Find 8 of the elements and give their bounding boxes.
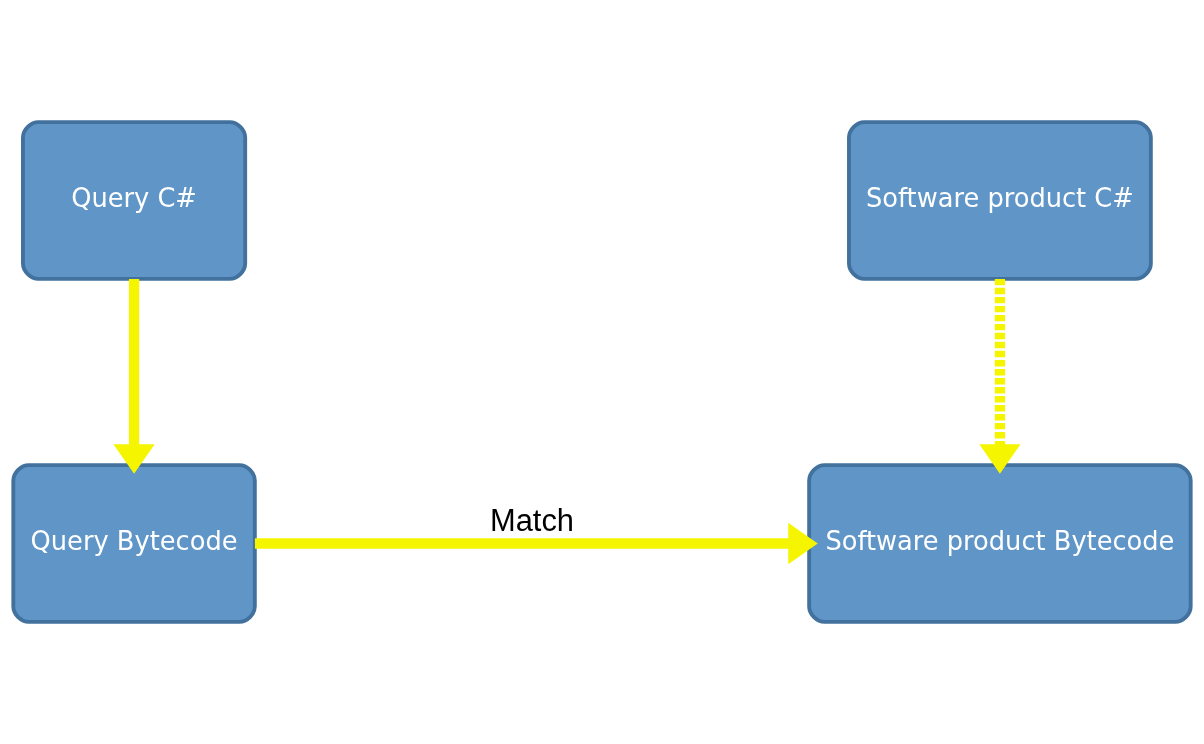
edge-label: Match: [490, 502, 574, 538]
node-box: Software product C#: [847, 120, 1153, 281]
node-box: Software product Bytecode: [807, 463, 1193, 624]
arrow: [979, 279, 1021, 474]
node-box: Query Bytecode: [11, 463, 257, 624]
arrow: [254, 522, 818, 565]
arrow: [113, 279, 155, 474]
node-box: Query C#: [21, 120, 248, 281]
